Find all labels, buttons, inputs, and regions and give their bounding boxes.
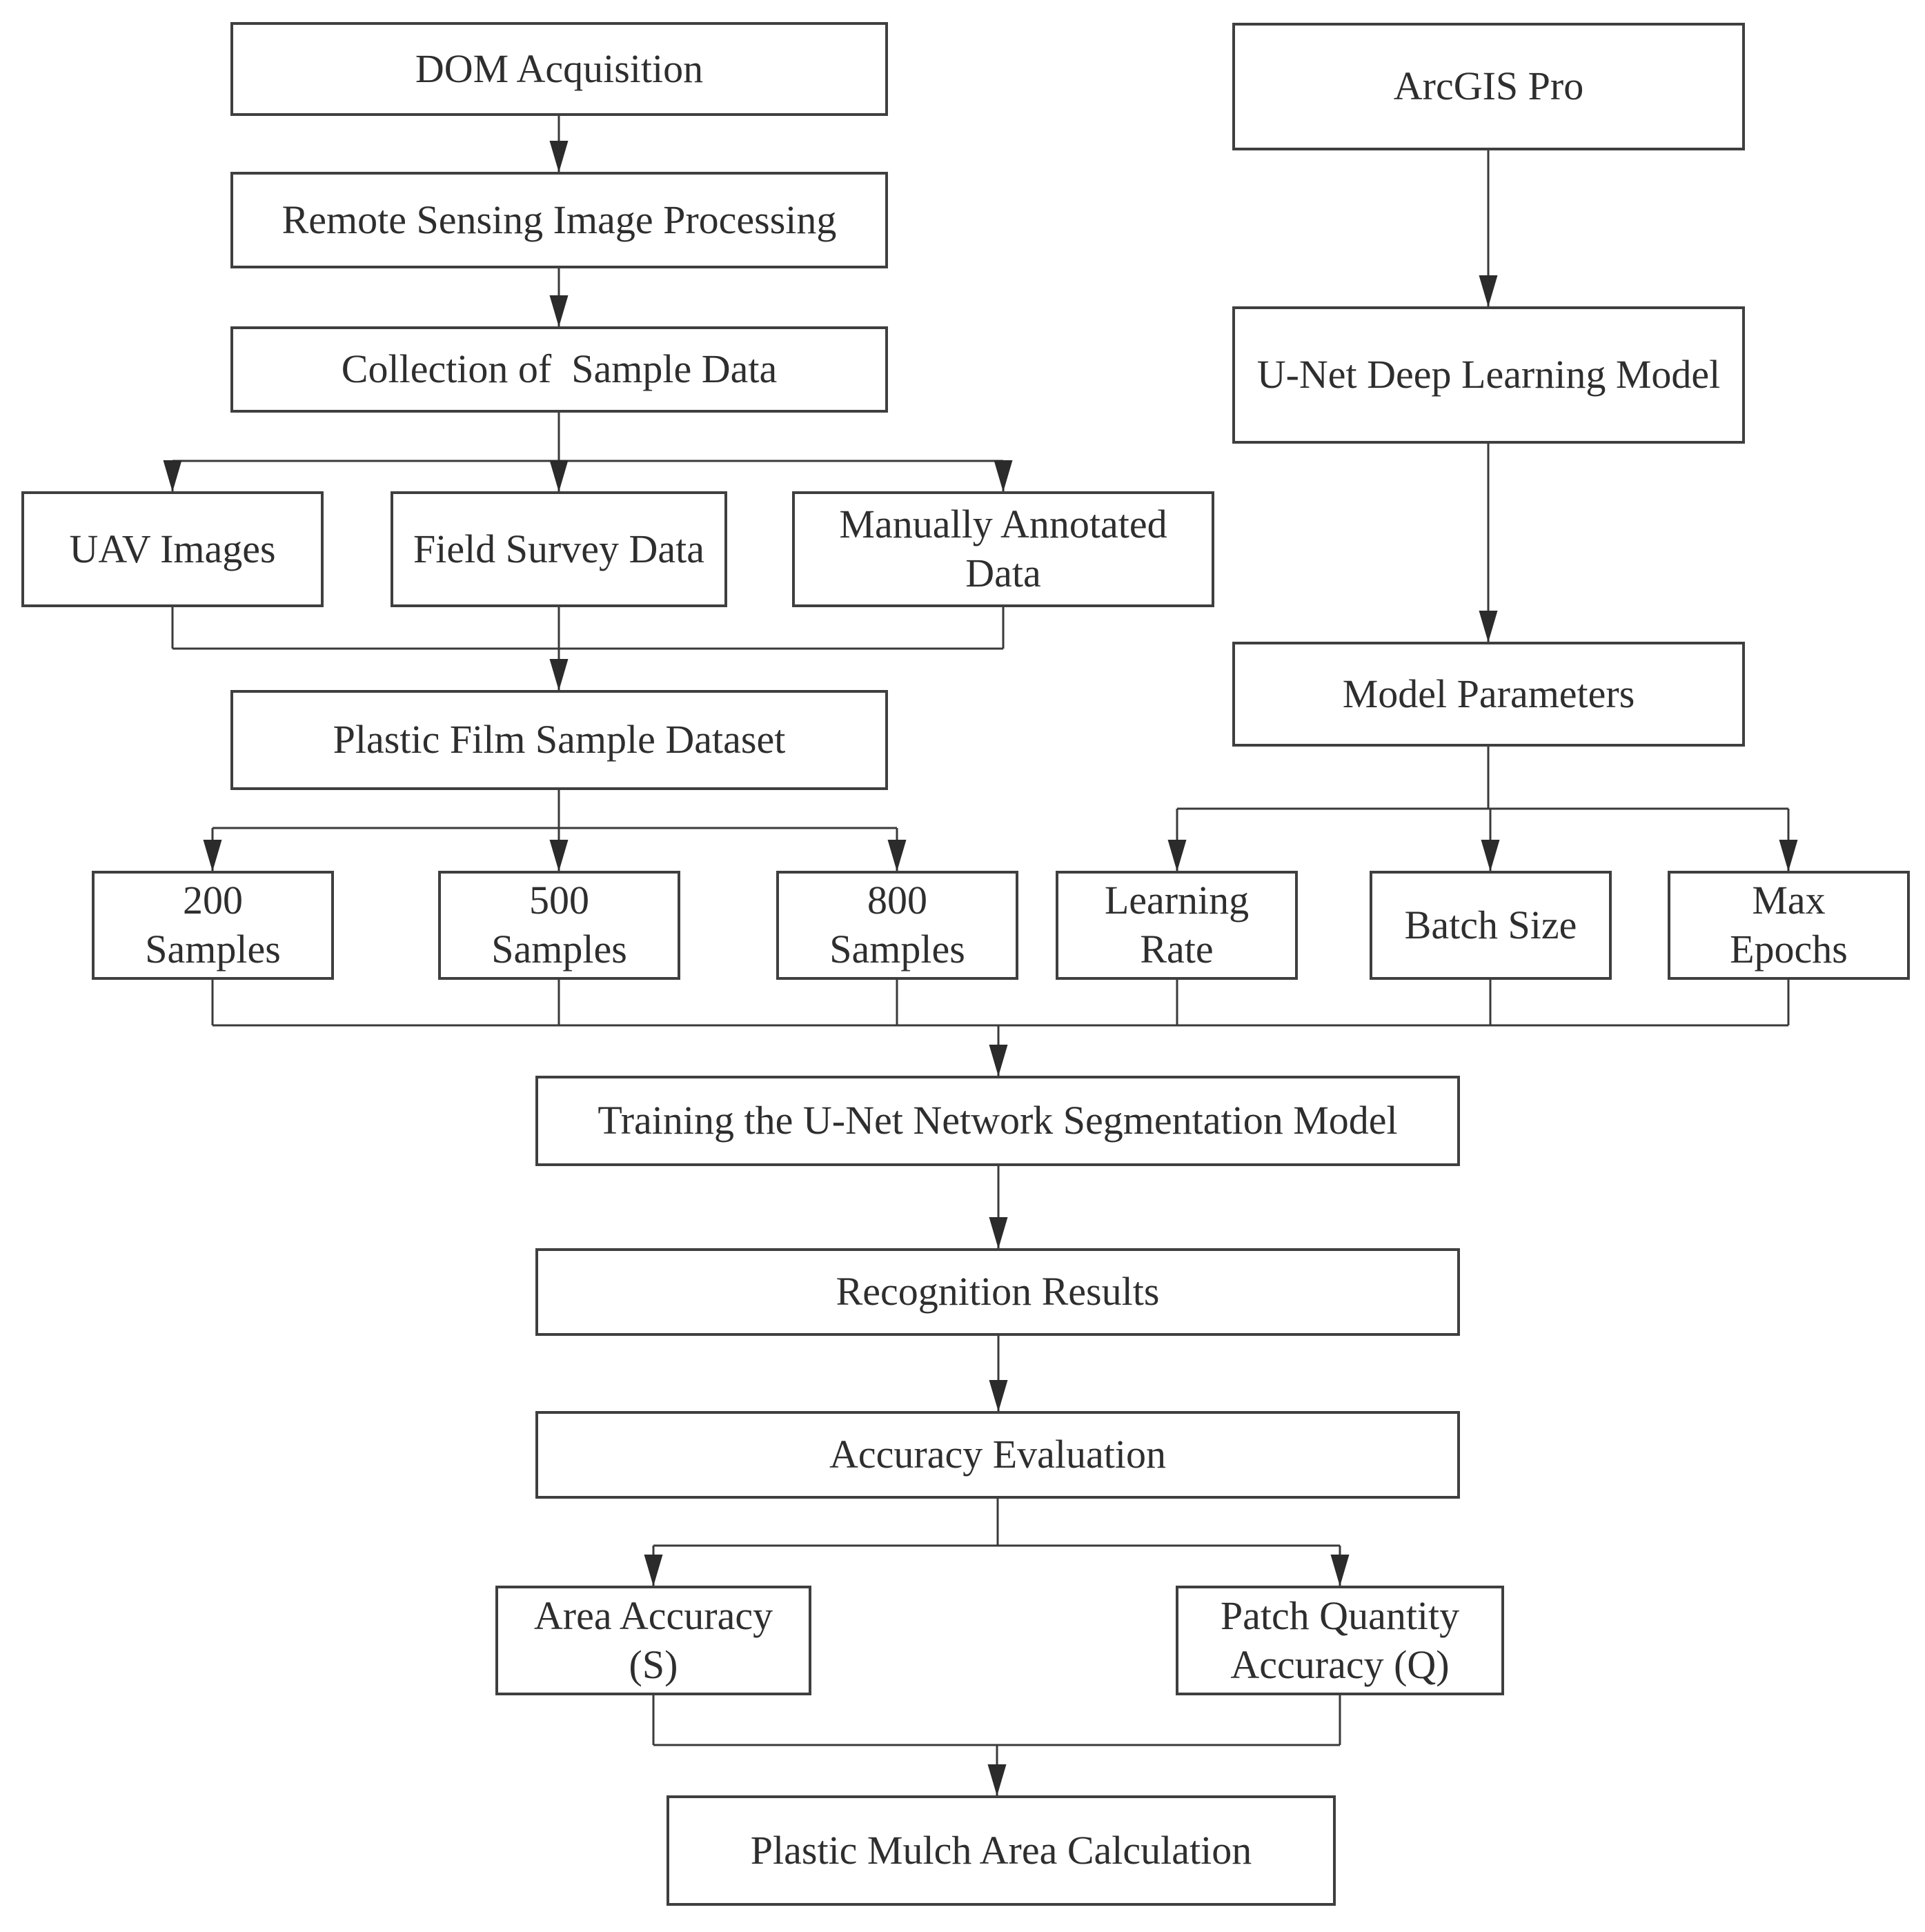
node-collection-of-sample-data: Collection of Sample Data — [230, 326, 888, 413]
node-accuracy-evaluation-label: Accuracy Evaluation — [829, 1432, 1166, 1477]
node-plastic-film-sample-dataset: Plastic Film Sample Dataset — [230, 690, 888, 790]
node-uav-images-label: UAV Images — [69, 526, 276, 571]
node-collection-label: Collection of Sample Data — [341, 346, 778, 392]
node-arcgis-pro: ArcGIS Pro — [1232, 23, 1745, 150]
node-manually-annotated-label: Manually Annotated Data — [839, 502, 1167, 595]
node-recognition-label: Recognition Results — [836, 1269, 1160, 1314]
node-plastic-mulch-label: Plastic Mulch Area Calculation — [750, 1827, 1252, 1873]
node-area-accuracy: Area Accuracy (S) — [495, 1586, 811, 1695]
node-max-epochs-label: Max Epochs — [1730, 878, 1848, 972]
node-area-accuracy-label: Area Accuracy (S) — [533, 1593, 773, 1687]
node-dom-acquisition: DOM Acquisition — [230, 22, 888, 116]
node-arcgis-pro-label: ArcGIS Pro — [1393, 63, 1584, 109]
node-200-samples-label: 200 Samples — [145, 878, 281, 972]
node-remote-sensing-label: Remote Sensing Image Processing — [282, 197, 837, 242]
node-training-unet-segmentation-model: Training the U-Net Network Segmentation … — [535, 1076, 1460, 1166]
node-model-parameters: Model Parameters — [1232, 642, 1745, 747]
node-accuracy-evaluation: Accuracy Evaluation — [535, 1411, 1460, 1499]
node-plastic-film-dataset-label: Plastic Film Sample Dataset — [333, 717, 786, 762]
node-manually-annotated-data: Manually Annotated Data — [792, 491, 1214, 607]
node-remote-sensing-image-processing: Remote Sensing Image Processing — [230, 172, 888, 268]
node-200-samples: 200 Samples — [92, 871, 334, 980]
node-uav-images: UAV Images — [21, 491, 324, 607]
node-field-survey-label: Field Survey Data — [413, 526, 705, 571]
node-unet-model-label: U-Net Deep Learning Model — [1256, 352, 1721, 397]
node-500-samples: 500 Samples — [438, 871, 680, 980]
node-field-survey-data: Field Survey Data — [391, 491, 727, 607]
node-max-epochs: Max Epochs — [1668, 871, 1910, 980]
node-batch-size: Batch Size — [1370, 871, 1612, 980]
node-model-parameters-label: Model Parameters — [1342, 671, 1635, 716]
node-patch-quantity-label: Patch Quantity Accuracy (Q) — [1220, 1593, 1460, 1687]
node-training-label: Training the U-Net Network Segmentation … — [598, 1098, 1398, 1143]
node-dom-acquisition-label: DOM Acquisition — [415, 46, 704, 91]
node-800-samples-label: 800 Samples — [829, 878, 965, 972]
node-plastic-mulch-area-calculation: Plastic Mulch Area Calculation — [667, 1795, 1336, 1906]
node-unet-deep-learning-model: U-Net Deep Learning Model — [1232, 306, 1745, 444]
node-800-samples: 800 Samples — [776, 871, 1018, 980]
node-learning-rate-label: Learning Rate — [1104, 878, 1250, 972]
node-patch-quantity-accuracy: Patch Quantity Accuracy (Q) — [1176, 1586, 1504, 1695]
node-recognition-results: Recognition Results — [535, 1248, 1460, 1336]
node-batch-size-label: Batch Size — [1404, 902, 1577, 947]
node-500-samples-label: 500 Samples — [491, 878, 627, 972]
node-learning-rate: Learning Rate — [1056, 871, 1298, 980]
